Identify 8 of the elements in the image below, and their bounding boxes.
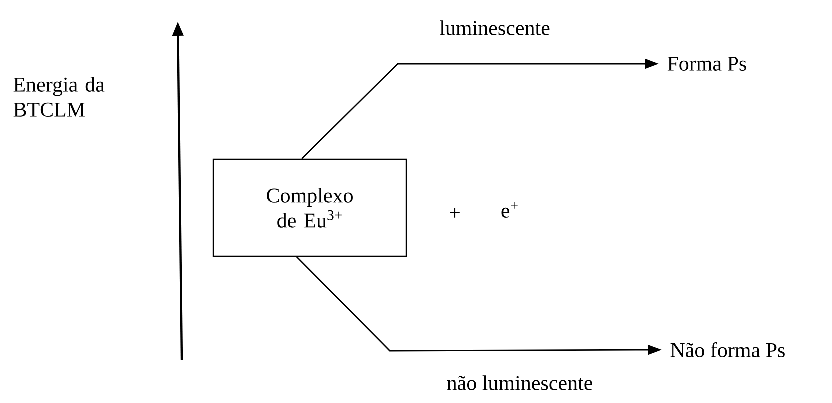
axis-label: Energia da BTCLM [14, 77, 105, 117]
particle-label: e$^{+}$ [502, 202, 518, 218]
plus-sign: + [450, 208, 460, 218]
process-box: Complexo de Eu$^{3+}$ [212, 158, 408, 258]
outcome-text: Não forma Ps [670, 342, 785, 358]
edge-label: luminescente [438, 20, 552, 36]
edge-label: não luminescente [446, 374, 594, 392]
outcome-text: Forma Ps [668, 57, 746, 71]
